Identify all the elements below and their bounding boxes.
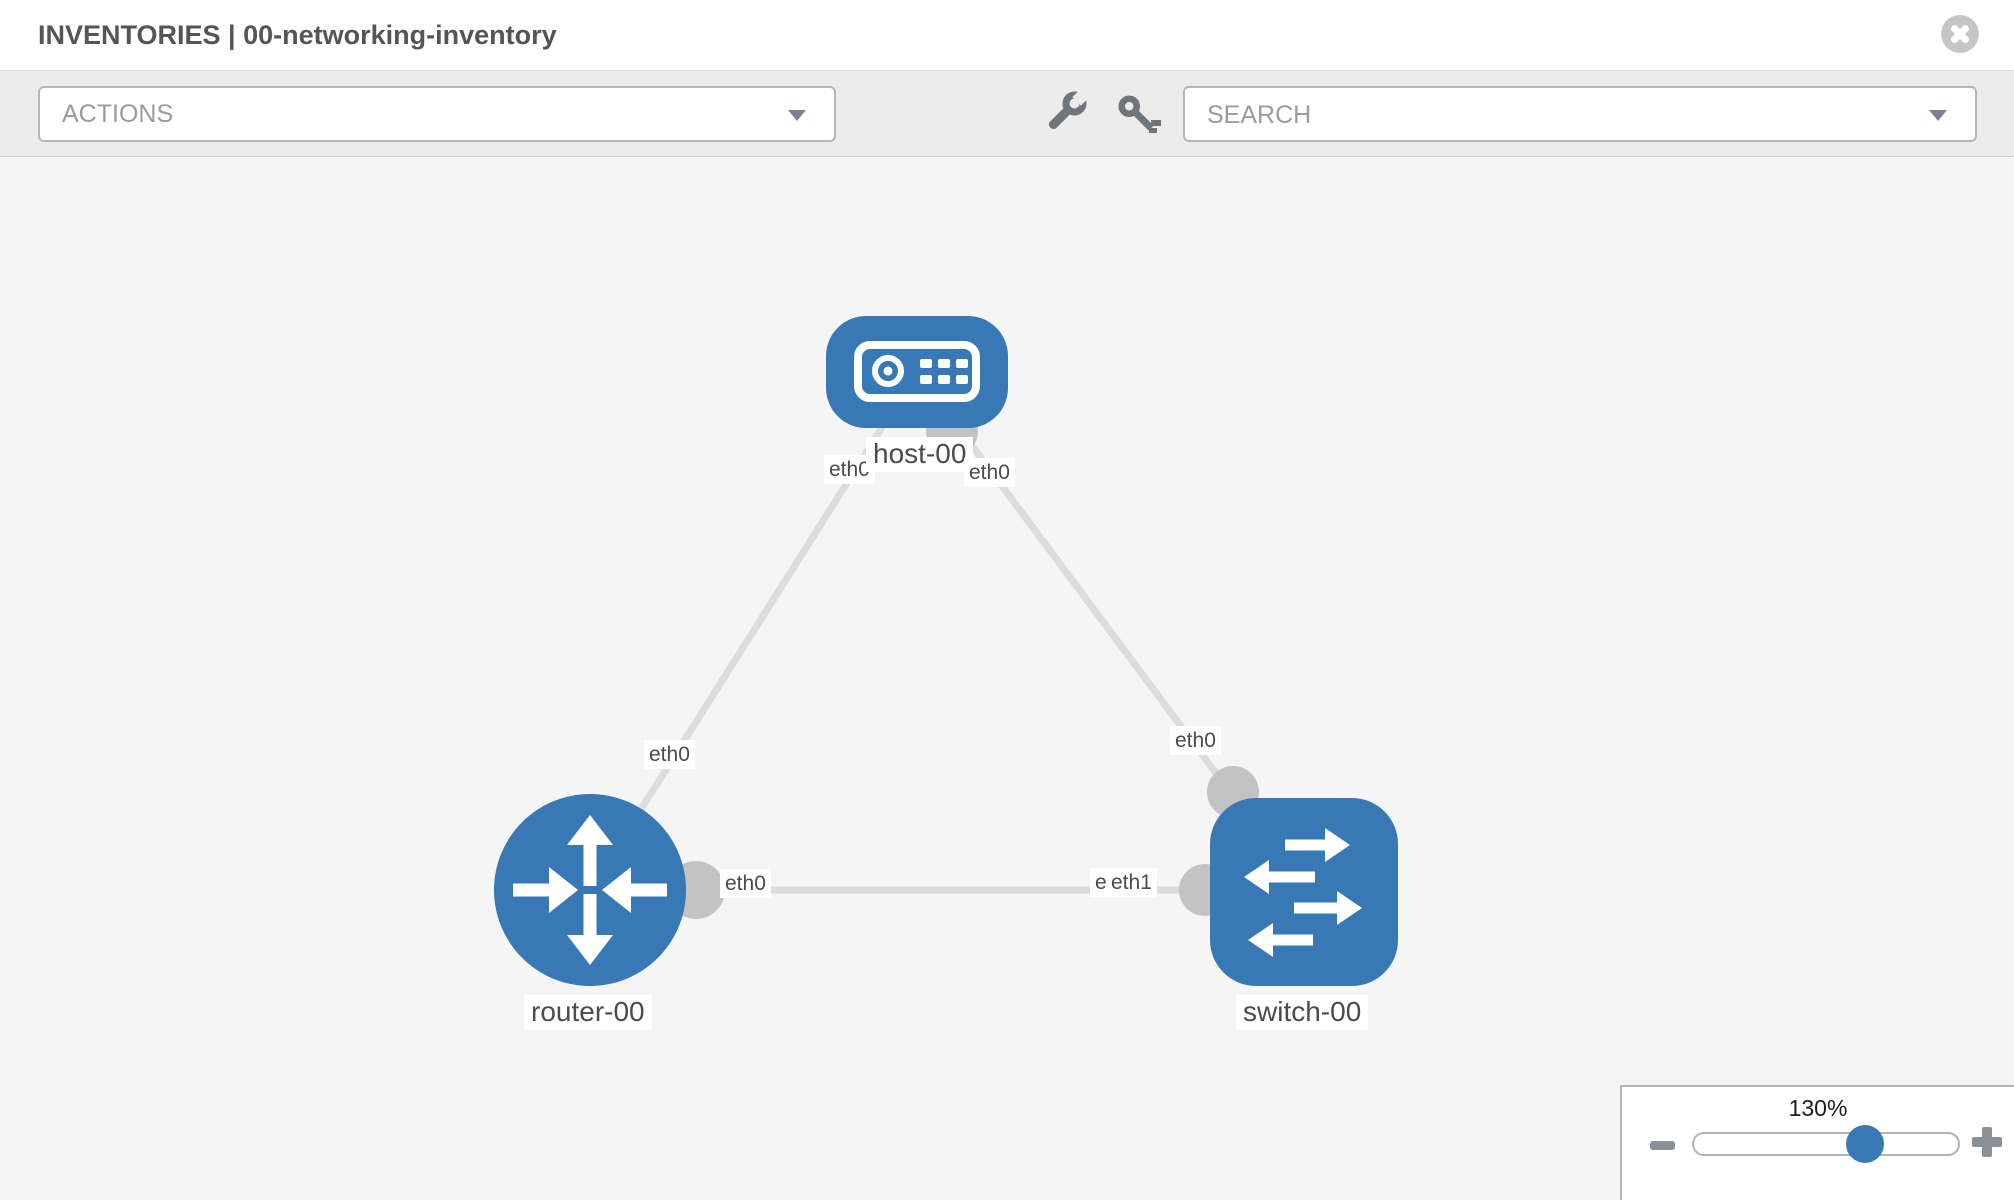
- plus-icon[interactable]: [1972, 1127, 2002, 1157]
- caret-down-icon: [1929, 110, 1947, 121]
- zoom-level: 130%: [1788, 1095, 1848, 1121]
- toolbar: ACTIONS: [0, 71, 2014, 157]
- zoom-widget: 130%: [1620, 1085, 2014, 1200]
- caret-down-icon: [788, 110, 806, 121]
- interface-label: eth0: [720, 869, 771, 899]
- key-icon[interactable]: [1118, 95, 1161, 134]
- search-box[interactable]: [1183, 86, 1977, 142]
- wrench-icon[interactable]: [1044, 88, 1089, 133]
- switch-icon: [1244, 828, 1362, 957]
- router-icon: [513, 815, 667, 965]
- node-host-00[interactable]: [826, 316, 1008, 428]
- network-canvas[interactable]: [0, 156, 2014, 1200]
- interface-label: eth0: [1170, 726, 1221, 756]
- zoom-slider[interactable]: [1692, 1125, 1960, 1163]
- host-icon: [854, 341, 980, 402]
- node-label-router[interactable]: router-00: [524, 995, 652, 1030]
- node-router-00[interactable]: [494, 794, 686, 986]
- node-label-switch[interactable]: switch-00: [1236, 995, 1369, 1030]
- actions-dropdown-label: ACTIONS: [62, 100, 174, 128]
- toolbar-icons: [1044, 88, 1161, 134]
- node-label-host[interactable]: host-00: [866, 437, 974, 472]
- node-switch-00[interactable]: [1210, 798, 1398, 986]
- close-icon[interactable]: [1941, 15, 1979, 53]
- header: INVENTORIES | 00-networking-inventory: [0, 0, 2014, 71]
- interface-label: eth1: [1106, 868, 1157, 898]
- search-input[interactable]: [1205, 92, 1869, 138]
- interface-label: eth0: [964, 458, 1015, 488]
- minus-icon[interactable]: [1650, 1141, 1675, 1150]
- interface-label-overlap: eth0 eth1: [1090, 868, 1157, 898]
- close-button[interactable]: [1938, 12, 1982, 56]
- interface-label: eth0: [644, 740, 695, 770]
- page-title: INVENTORIES | 00-networking-inventory: [38, 20, 557, 50]
- actions-dropdown[interactable]: ACTIONS: [38, 86, 836, 142]
- zoom-slider-handle[interactable]: [1846, 1125, 1884, 1163]
